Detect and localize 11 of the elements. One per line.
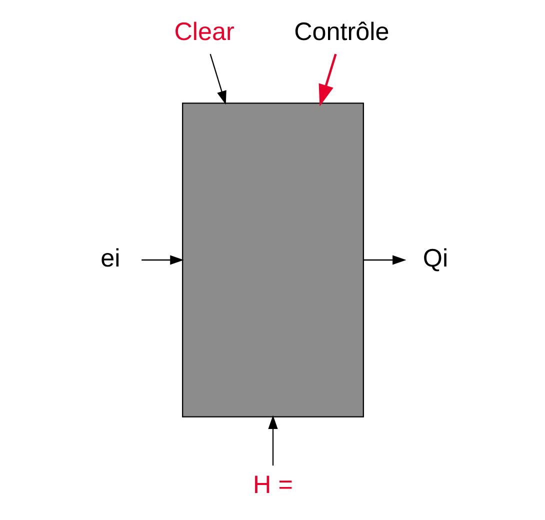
node-text: Clear xyxy=(174,18,234,46)
arrow xyxy=(209,54,226,105)
node-text: Qi xyxy=(422,244,448,272)
arrow xyxy=(362,255,406,265)
node-box xyxy=(182,102,364,418)
node-text: ei xyxy=(100,244,120,272)
arrow xyxy=(318,54,336,106)
node-text: H = xyxy=(252,471,292,500)
arrow xyxy=(268,415,278,466)
arrow xyxy=(141,255,184,265)
node-text: Contrôle xyxy=(294,18,389,46)
